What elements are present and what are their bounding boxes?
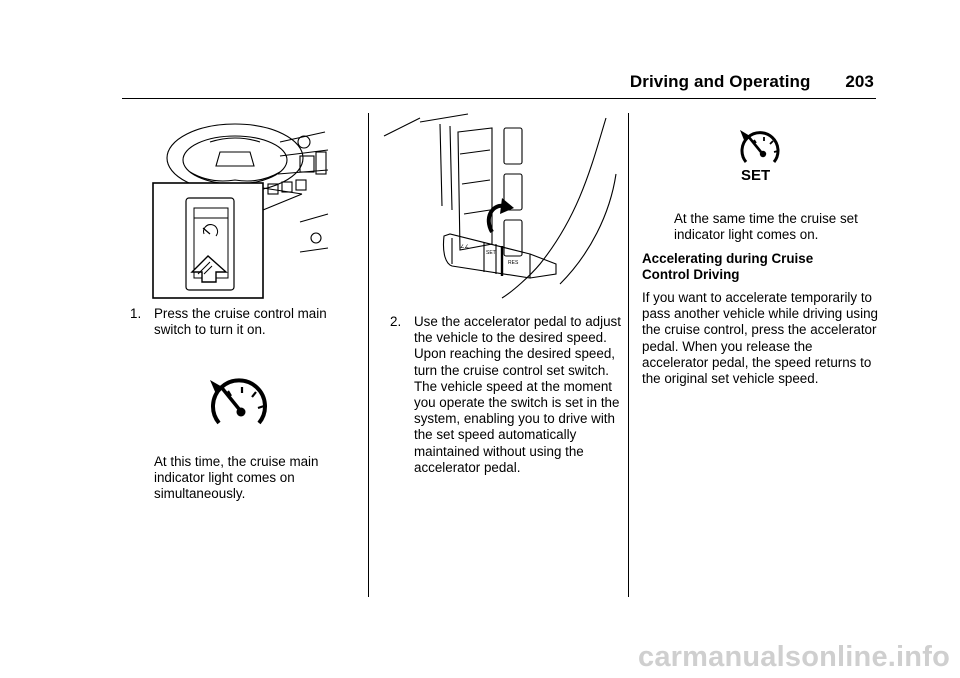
cruise-main-indicator-icon xyxy=(210,378,267,425)
column-divider xyxy=(368,113,369,597)
svg-text:RES: RES xyxy=(508,260,519,266)
section-heading: Accelerating during Cruise Control Drivi… xyxy=(642,251,814,283)
page-number: 203 xyxy=(845,72,874,91)
step-number: 1. xyxy=(130,306,142,321)
svg-text:∠∠: ∠∠ xyxy=(460,244,469,250)
watermark-text: carmanualsonline.info xyxy=(638,641,950,673)
section-title: Driving and Operating xyxy=(629,72,811,91)
cruise-set-switch-illustration: ∠∠ SET RES xyxy=(383,113,617,299)
svg-text:SET: SET xyxy=(486,250,496,256)
step-text: Use the accelerator pedal to adjust the … xyxy=(414,314,621,475)
set-icon-label: SET xyxy=(741,167,771,184)
cruise-set-indicator-icon xyxy=(740,130,780,163)
indicator-note: At this time, the cruise main indicator … xyxy=(154,454,319,502)
header-rule xyxy=(122,98,876,99)
step-text: Press the cruise control main switch to … xyxy=(154,306,327,338)
page-header: Driving and Operating 203 xyxy=(630,72,874,92)
step-1: 1. Press the cruise control main switch … xyxy=(130,306,360,338)
set-note: At the same time the cruise set indicato… xyxy=(674,211,858,243)
column-divider xyxy=(628,113,629,597)
step-2: 2. Use the accelerator pedal to adjust t… xyxy=(390,314,622,476)
step-number: 2. xyxy=(390,314,402,329)
body-paragraph: If you want to accelerate temporarily to… xyxy=(642,290,878,387)
cruise-main-switch-illustration xyxy=(152,123,329,299)
